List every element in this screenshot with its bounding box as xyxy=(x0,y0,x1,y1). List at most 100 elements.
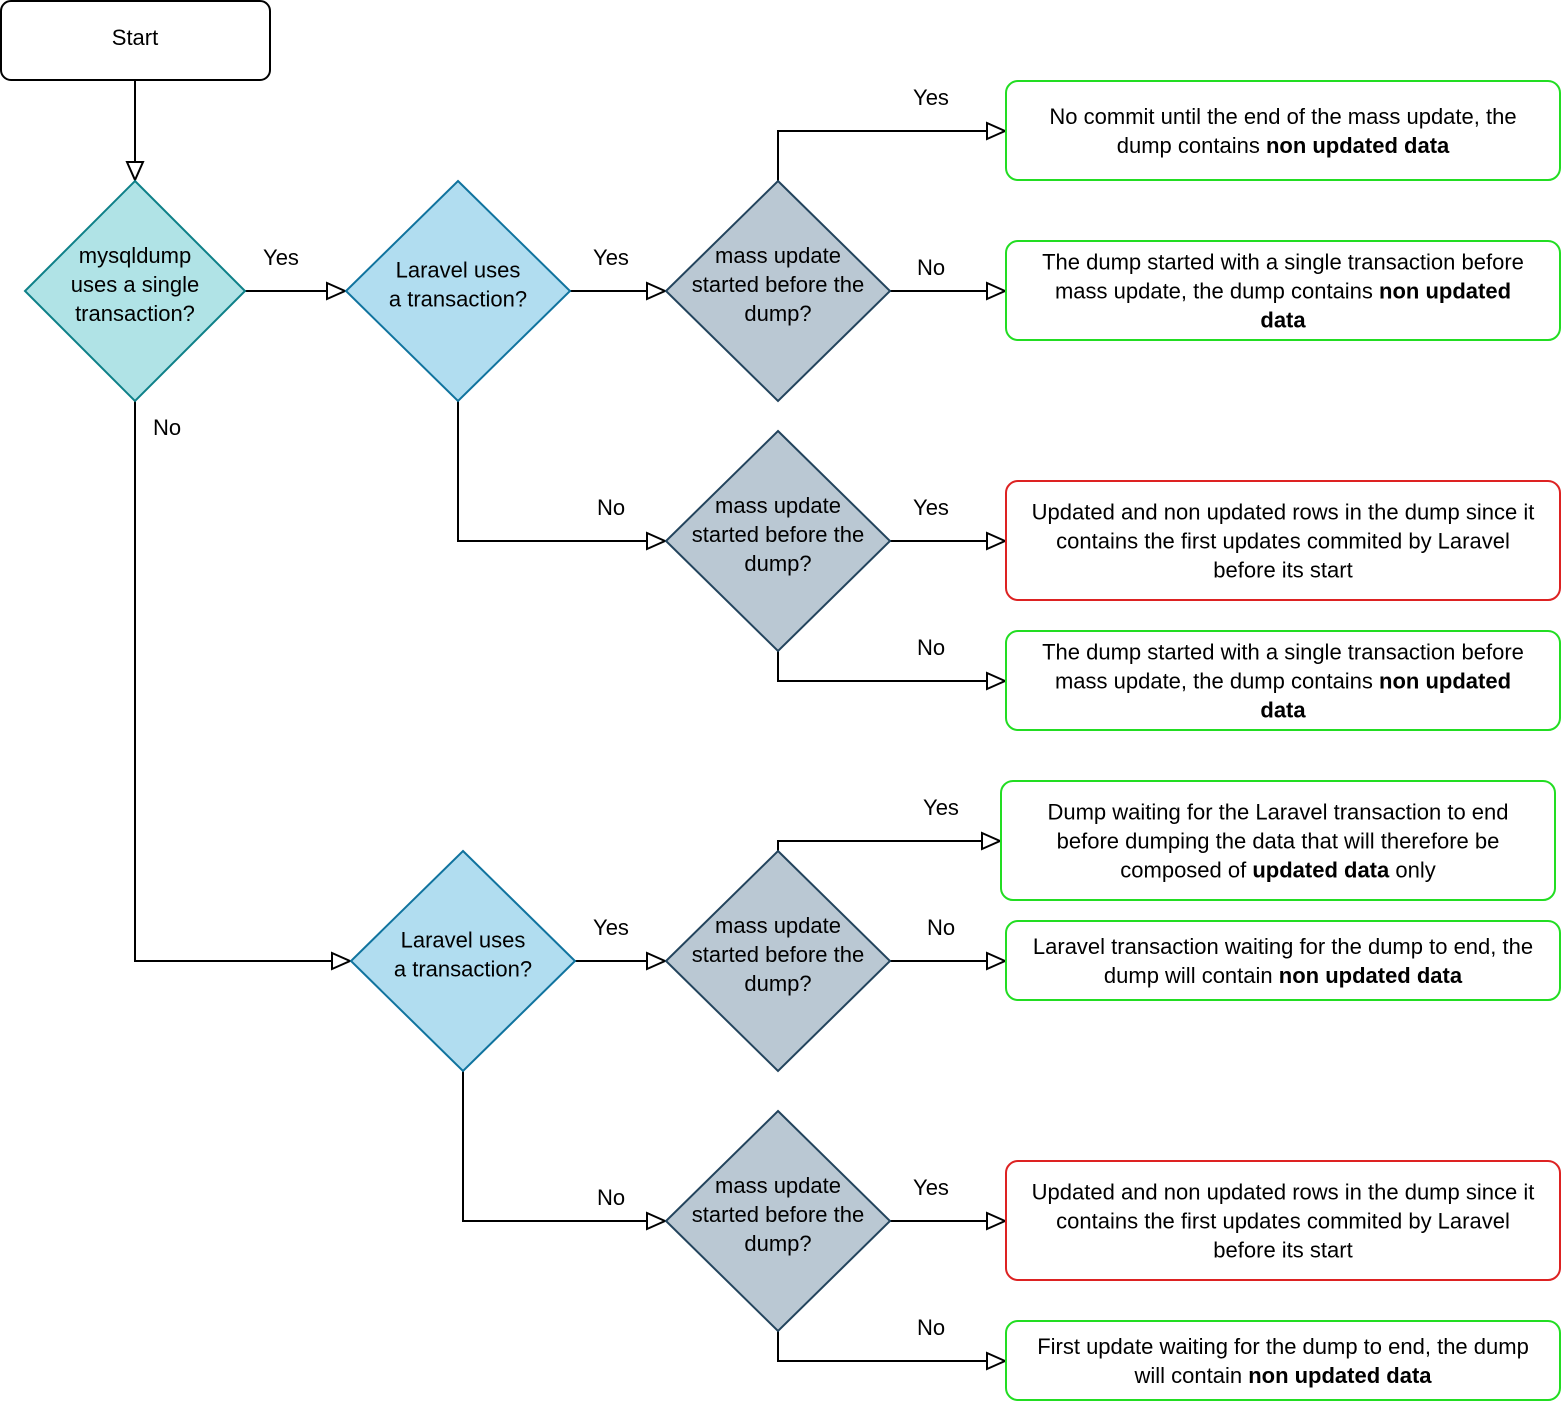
outcome-box: Dump waiting for the Laravel transaction… xyxy=(1000,780,1556,901)
outcomes: No commit until the end of the mass upda… xyxy=(1000,80,1561,1401)
outcome-box: First update waiting for the dump to end… xyxy=(1005,1320,1561,1401)
edges xyxy=(125,80,1008,1371)
decision-text-line: dump? xyxy=(744,551,811,576)
decision-text-line: mysqldump xyxy=(79,243,191,268)
arrowhead xyxy=(646,1211,668,1231)
outcome-text-bold: data xyxy=(1260,698,1306,723)
outcome-text-run: contains the first updates commited by L… xyxy=(1056,529,1510,554)
mass-1-diamond xyxy=(664,179,892,403)
outcome-text-line: contains the first updates commited by L… xyxy=(1056,529,1510,554)
edge-m3-yes xyxy=(777,840,982,851)
outcome-text-bold: data xyxy=(1260,308,1306,333)
edge-m4-no xyxy=(777,1331,987,1362)
outcome-box: No commit until the end of the mass upda… xyxy=(1005,80,1561,181)
outcome-text-bold: non updated data xyxy=(1248,1363,1432,1388)
outcome-text-line: before its start xyxy=(1213,558,1352,583)
mass-3-diamond xyxy=(664,849,892,1073)
laravel-b-text: Laravel uses a transaction? xyxy=(394,928,532,982)
outcome-text-run: Laravel transaction waiting for the dump… xyxy=(1033,934,1533,959)
decision-text-line: mass update xyxy=(715,913,841,938)
decision-text-line: transaction? xyxy=(75,301,195,326)
outcome-box: The dump started with a single transacti… xyxy=(1005,240,1561,341)
decision-text-line: dump? xyxy=(744,301,811,326)
arrowhead xyxy=(646,951,668,971)
edge-label-la-no: No xyxy=(597,495,625,520)
outcome-text-line: The dump started with a single transacti… xyxy=(1042,250,1524,275)
outcome-text-run: dump contains xyxy=(1117,133,1266,158)
outcome-text-run: No commit until the end of the mass upda… xyxy=(1049,104,1516,129)
decision-text-line: mass update xyxy=(715,243,841,268)
mass-1-text: mass update started before the dump? xyxy=(692,243,864,326)
edge-label-m2-yes: Yes xyxy=(913,495,949,520)
outcome-text-run: Updated and non updated rows in the dump… xyxy=(1032,500,1535,525)
edge-label-m3-yes: Yes xyxy=(923,795,959,820)
decision-text-line: started before the xyxy=(692,1202,864,1227)
outcome-text-line: before dumping the data that will theref… xyxy=(1057,829,1500,854)
arrowhead xyxy=(986,531,1008,551)
outcome-box-green-border xyxy=(1005,80,1561,181)
edge-label-lb-no: No xyxy=(597,1185,625,1210)
outcome-box-green-border xyxy=(1005,240,1561,341)
laravel-a-diamond xyxy=(344,179,572,403)
outcome-text-bold: non updated xyxy=(1379,279,1511,304)
outcome-text-run: First update waiting for the dump to end… xyxy=(1037,1334,1529,1359)
outcome-text-line: before its start xyxy=(1213,1238,1352,1263)
outcome-box: Laravel transaction waiting for the dump… xyxy=(1005,920,1561,1001)
outcome-text-run: mass update, the dump contains xyxy=(1055,669,1379,694)
outcome-box-red-border xyxy=(1005,1160,1561,1281)
decision-text-line: a transaction? xyxy=(394,957,532,982)
outcome-text-bold: updated data xyxy=(1252,858,1390,883)
arrowhead xyxy=(331,951,353,971)
edge-m1-yes xyxy=(777,130,987,181)
edge-lb-no xyxy=(462,1071,647,1222)
edge-label-q1-no: No xyxy=(153,415,181,440)
arrowhead xyxy=(986,121,1008,141)
outcome-text-line: dump will contain non updated data xyxy=(1104,963,1463,988)
arrowhead xyxy=(986,671,1008,691)
arrowhead xyxy=(646,281,668,301)
edge-labels: Yes No Yes No Yes No Yes No Yes No Yes N… xyxy=(153,85,959,1340)
decision-text-line: started before the xyxy=(692,272,864,297)
outcome-box-red-border xyxy=(1005,480,1561,601)
outcome-text-run: The dump started with a single transacti… xyxy=(1042,640,1524,665)
outcome-text-line: will contain non updated data xyxy=(1133,1363,1432,1388)
outcome-text-run: only xyxy=(1389,858,1435,883)
outcome-text-run: contains the first updates commited by L… xyxy=(1056,1209,1510,1234)
decision-text-line: Laravel uses xyxy=(401,928,526,953)
q1-text: mysqldump uses a single transaction? xyxy=(71,243,199,326)
outcome-text-line: Laravel transaction waiting for the dump… xyxy=(1033,934,1533,959)
outcome-box: Updated and non updated rows in the dump… xyxy=(1005,480,1561,601)
start-box xyxy=(0,0,271,81)
outcome-text-line: mass update, the dump contains non updat… xyxy=(1055,669,1511,694)
arrowhead xyxy=(125,161,145,183)
outcome-text-run: dump will contain xyxy=(1104,963,1279,988)
outcome-text-run: before its start xyxy=(1213,1238,1352,1263)
decision-text-line: dump? xyxy=(744,971,811,996)
decision-shapes xyxy=(23,179,892,1333)
decision-text-line: mass update xyxy=(715,1173,841,1198)
edge-label-m3-no: No xyxy=(927,915,955,940)
outcome-text-line: The dump started with a single transacti… xyxy=(1042,640,1524,665)
decision-texts: mysqldump uses a single transaction? Larav… xyxy=(71,243,864,1256)
arrowhead xyxy=(986,1211,1008,1231)
outcome-text-line: Dump waiting for the Laravel transaction… xyxy=(1047,800,1508,825)
outcome-text-line: data xyxy=(1260,308,1306,333)
outcome-text-line: dump contains non updated data xyxy=(1117,133,1450,158)
outcome-text-line: No commit until the end of the mass upda… xyxy=(1049,104,1516,129)
mass-4-diamond xyxy=(664,1109,892,1333)
arrowhead xyxy=(986,281,1008,301)
decision-text-line: a transaction? xyxy=(389,287,527,312)
edge-label-m4-yes: Yes xyxy=(913,1175,949,1200)
edge-q1-no xyxy=(134,401,332,962)
outcome-box: Updated and non updated rows in the dump… xyxy=(1005,1160,1561,1281)
mass-2-diamond xyxy=(664,429,892,653)
outcome-text-run: Updated and non updated rows in the dump… xyxy=(1032,1180,1535,1205)
arrowhead xyxy=(986,1351,1008,1371)
decision-text-line: uses a single xyxy=(71,272,199,297)
edge-label-m1-no: No xyxy=(917,255,945,280)
